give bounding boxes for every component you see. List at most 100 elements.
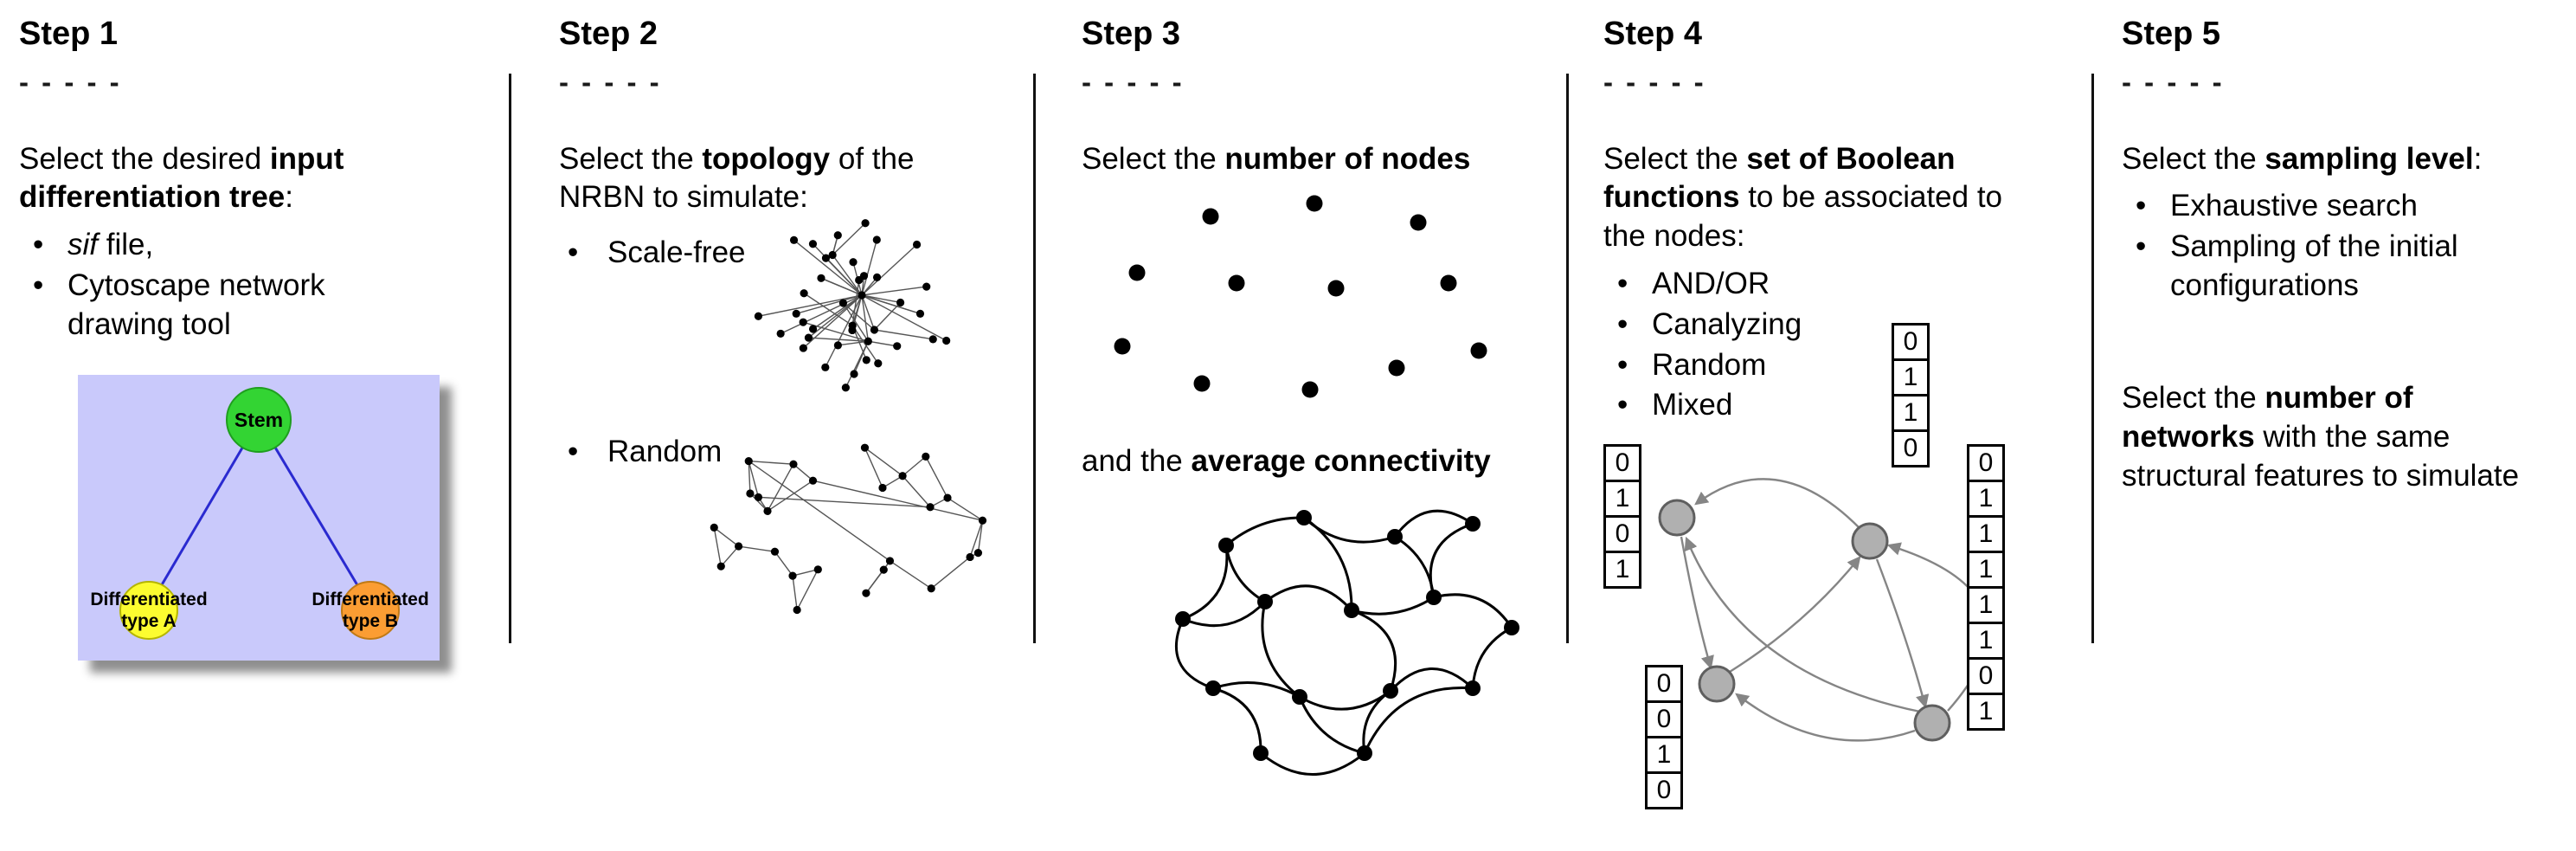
graph-node — [789, 460, 798, 468]
graph-node — [1344, 603, 1359, 618]
bullet-text: file, — [98, 228, 154, 262]
graph-node — [1292, 689, 1307, 705]
graph-node — [885, 557, 895, 565]
stem-node — [226, 387, 292, 453]
boolean-node — [1913, 704, 1951, 742]
step-2-title: Step 2 — [559, 16, 658, 52]
graph-edge — [947, 497, 983, 521]
graph-edge — [1433, 593, 1513, 629]
graph-node — [850, 370, 858, 378]
graph-node — [926, 503, 935, 512]
bullet-text: Scale-free — [607, 235, 746, 269]
graph-node — [861, 219, 870, 228]
graph-edge — [1393, 509, 1474, 538]
graph-node — [893, 342, 902, 351]
graph-node — [833, 341, 843, 350]
step-4-intro: Select the set of Boolean functions to b… — [1603, 140, 2036, 256]
graph-edge — [861, 239, 877, 296]
column-divider-4 — [2091, 74, 2094, 643]
scatter-node — [1228, 274, 1245, 292]
graph-edge — [793, 239, 863, 296]
graph-node — [804, 333, 813, 342]
truth-table-cell: 1 — [1892, 358, 1930, 396]
truth-table-cell: 1 — [1967, 515, 2005, 553]
step-1-title: Step 1 — [19, 16, 119, 52]
graph-edge — [864, 447, 883, 488]
graph-edge — [1182, 545, 1229, 621]
graph-node — [896, 298, 905, 307]
graph-edge — [813, 480, 983, 521]
graph-edge — [861, 294, 870, 342]
truth-table-bottom: 0 0 1 0 — [1645, 665, 1683, 809]
graph-node — [1253, 745, 1269, 761]
graph-edge — [845, 340, 869, 389]
graph-node — [808, 476, 818, 485]
graph-node — [1465, 680, 1481, 696]
graph-node — [808, 325, 818, 333]
graph-edge — [820, 277, 863, 296]
graph-node — [859, 272, 869, 280]
graph-edge — [861, 294, 876, 331]
graph-edge — [868, 340, 897, 347]
truth-table-cell: 0 — [1645, 700, 1683, 738]
step-5-bullet-list: Exhaustive search Sampling of the initia… — [2122, 187, 2537, 305]
graph-node — [841, 384, 850, 392]
tree-edge-right — [257, 419, 372, 608]
intro-bold-text: sampling level — [2264, 141, 2474, 176]
intro-text: : — [285, 180, 293, 215]
graph-edge — [1351, 596, 1435, 616]
graph-node — [1296, 510, 1312, 525]
graph-edge — [865, 569, 884, 594]
step-4-title: Step 4 — [1603, 16, 1703, 52]
graph-node — [821, 363, 830, 371]
intro-bold-text: input differentiation tree — [19, 141, 344, 215]
graph-node — [943, 493, 952, 502]
graph-node — [927, 584, 935, 593]
graph-edge — [802, 294, 863, 349]
scatter-node — [1193, 375, 1211, 392]
graph-edge — [767, 463, 794, 512]
graph-node — [746, 489, 755, 498]
truth-table-cell: 1 — [1892, 394, 1930, 432]
graph-edge — [861, 294, 921, 315]
truth-table-cell: 0 — [1645, 771, 1683, 809]
graph-edge — [874, 329, 934, 340]
graph-edge — [861, 294, 948, 342]
graph-node — [858, 291, 866, 300]
type-a-label-line2: type A — [121, 611, 176, 631]
truth-table-cell: 0 — [1892, 323, 1930, 361]
graph-node — [763, 506, 772, 516]
bullet-item-exhaustive: Exhaustive search — [2136, 187, 2537, 226]
graph-edge — [780, 294, 863, 335]
graph-edge — [767, 480, 813, 512]
graph-edge — [861, 286, 927, 296]
graph-edge — [838, 340, 869, 346]
graph-edge — [842, 302, 869, 342]
graph-node — [744, 456, 753, 466]
graph-edge — [1429, 522, 1474, 598]
graph-node — [710, 523, 718, 532]
graph-node — [716, 562, 725, 571]
graph-node — [789, 235, 799, 244]
bullet-italic-text: sif — [67, 228, 98, 262]
graph-node — [922, 282, 931, 291]
mid-bold-text: average connectivity — [1191, 444, 1491, 478]
bullet-item-sampling: Sampling of the initial configurations — [2136, 228, 2537, 306]
type-a-node — [119, 581, 178, 640]
column-divider-3 — [1566, 74, 1569, 643]
step-1-intro: Select the desired input differentiation… — [19, 140, 504, 218]
graph-edge — [749, 493, 768, 512]
truth-table-cell: 0 — [1967, 444, 2005, 482]
boolean-edge — [1680, 536, 1714, 670]
graph-edge — [774, 551, 793, 577]
type-b-node — [341, 581, 400, 640]
graph-edge — [738, 545, 775, 552]
graph-edge — [861, 243, 918, 296]
boolean-node — [1698, 665, 1736, 703]
truth-table-left: 0 1 0 1 — [1603, 444, 1641, 589]
graph-edge — [825, 294, 863, 368]
graph-edge — [792, 569, 819, 577]
graph-edge — [1303, 516, 1353, 611]
graph-node — [848, 326, 857, 335]
graph-node — [862, 589, 870, 597]
